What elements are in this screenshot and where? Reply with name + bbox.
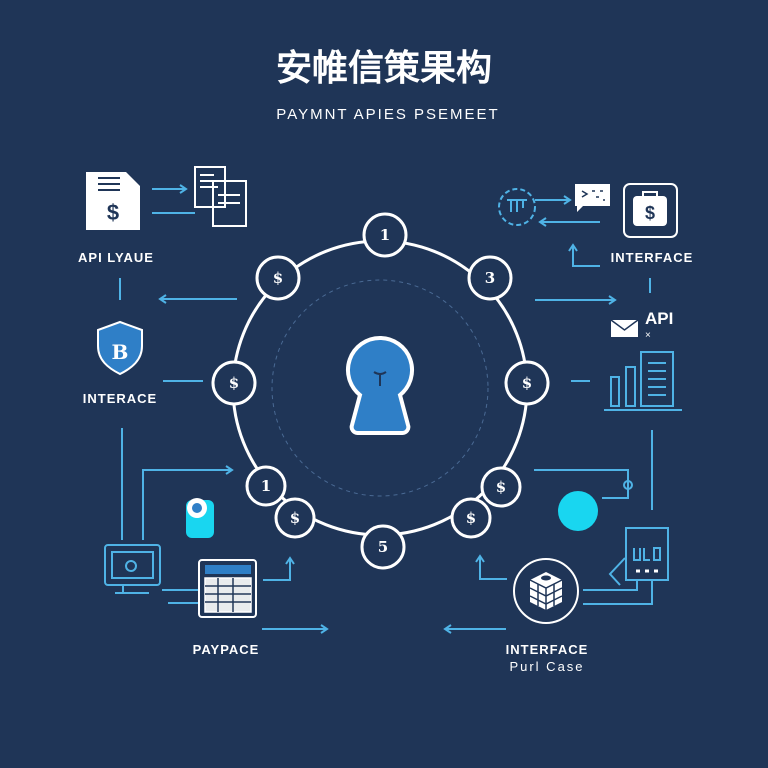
node-label: 1 <box>261 477 271 495</box>
connectors <box>119 184 653 634</box>
node-label: $ <box>229 374 239 392</box>
node-label: 3 <box>485 269 495 287</box>
bar-chart-icon <box>604 351 682 411</box>
label-purl-case: Purl Case <box>509 659 584 674</box>
ring-node[interactable]: $ <box>255 255 301 301</box>
ring-node[interactable]: $ <box>480 466 522 508</box>
page-subtitle: PAYMNT APIES PSEMEET <box>276 106 499 123</box>
ring-node[interactable]: 1 <box>362 212 408 258</box>
documents-icon <box>194 166 247 227</box>
node-label: $ <box>496 478 506 496</box>
node-label: $ <box>290 509 300 527</box>
page-title: 安帷信策果构 <box>276 47 492 88</box>
node-label: 1 <box>380 226 390 244</box>
cube-icon <box>513 558 579 624</box>
label-api-x: × <box>645 330 651 341</box>
svg-text:$: $ <box>107 200 119 225</box>
ring-node[interactable]: $ <box>211 360 257 406</box>
label-interace: INTERACE <box>83 391 157 406</box>
monitor-icon <box>104 544 161 594</box>
ring-node[interactable]: 5 <box>360 524 406 570</box>
cyan-gear-icon <box>558 491 598 531</box>
invoice-dollar-icon: $ <box>86 172 140 230</box>
label-paypace: PAYPACE <box>193 642 260 657</box>
ring-node[interactable]: $ <box>274 497 316 539</box>
node-label: $ <box>273 269 283 287</box>
node-label: $ <box>522 374 532 392</box>
label-interface-top: INTERFACE <box>611 250 694 265</box>
chat-bubble-icon <box>575 184 610 212</box>
mail-icon <box>610 319 639 337</box>
gear-network-icon <box>498 188 536 226</box>
tablet-icon <box>625 527 669 581</box>
spreadsheet-icon <box>198 559 257 618</box>
node-label: 5 <box>378 538 388 556</box>
inner-dashed-ring <box>271 279 489 497</box>
label-api-lyaue: API LYAUE <box>78 250 154 265</box>
label-api: API <box>645 309 673 328</box>
ring-node[interactable]: 3 <box>467 255 513 301</box>
keyhole-icon <box>345 335 415 435</box>
ring-node[interactable]: 1 <box>245 465 287 507</box>
svg-text:$: $ <box>645 203 655 223</box>
label-interface-bottom: INTERFACE <box>506 642 589 657</box>
svg-text:B: B <box>112 340 129 364</box>
shield-bitcoin-icon: B <box>97 320 143 376</box>
node-label: $ <box>466 509 476 527</box>
user-badge-icon <box>186 498 214 538</box>
ring-node[interactable]: $ <box>450 497 492 539</box>
ring-node[interactable]: $ <box>504 360 550 406</box>
bag-dollar-icon[interactable]: $ <box>623 183 678 238</box>
